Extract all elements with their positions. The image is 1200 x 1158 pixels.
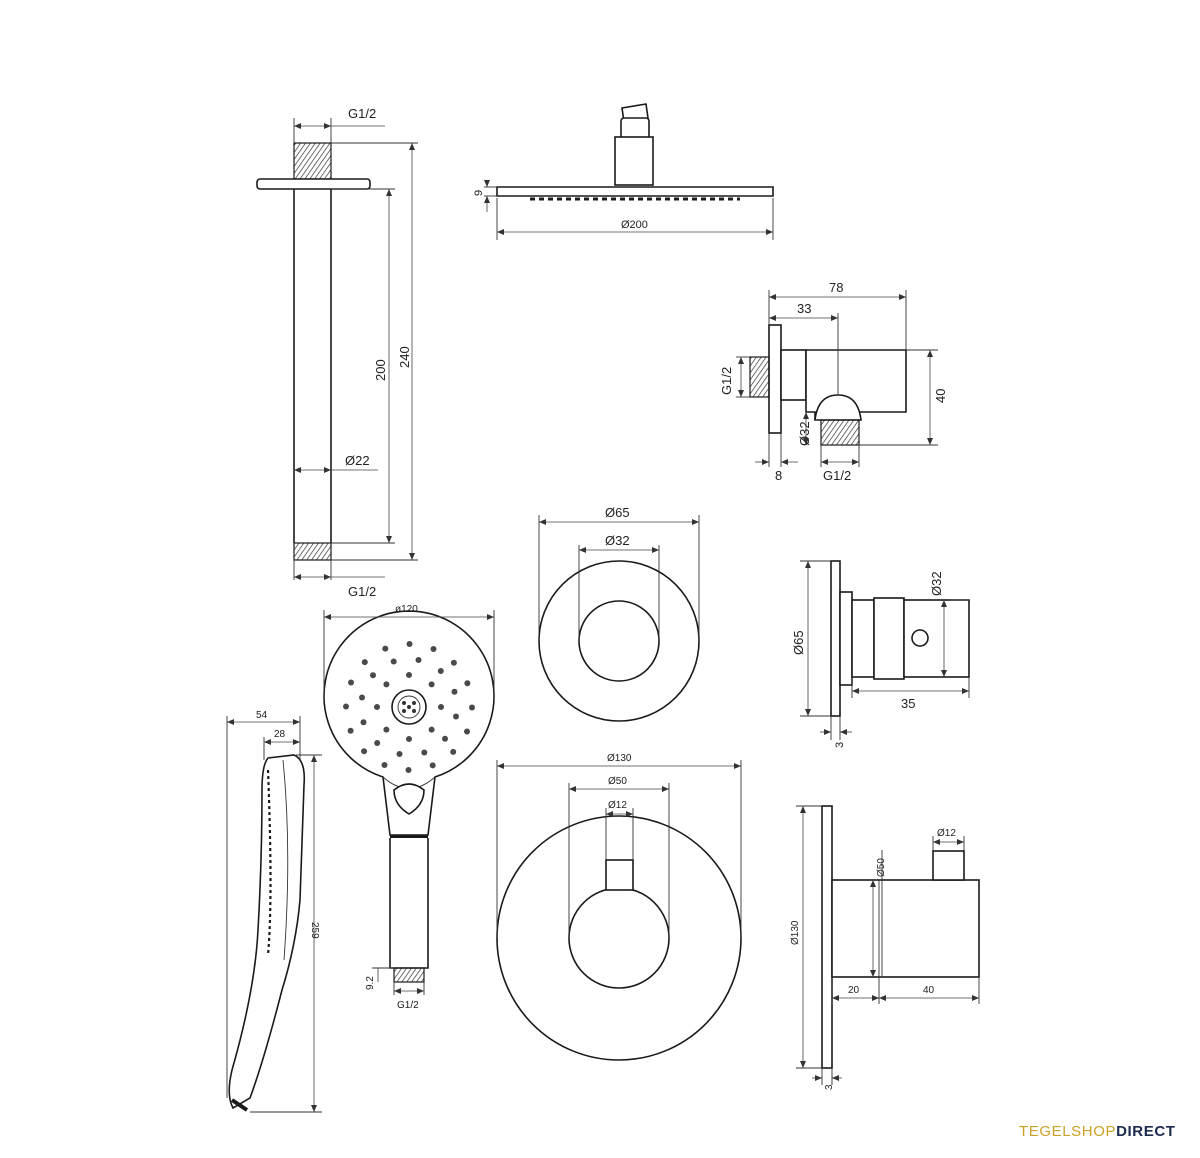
outlet-height-label: 40 <box>933 389 948 403</box>
valve-side-body-diameter-label: Ø32 <box>929 571 944 596</box>
spray-hole <box>359 694 365 701</box>
hand-thread-length-label: 9.2 <box>365 976 376 990</box>
spray-hole <box>343 703 349 710</box>
spray-hole <box>451 688 458 695</box>
spray-hole <box>361 748 368 755</box>
thermostat-middle-label: Ø50 <box>608 776 627 787</box>
spray-hole <box>374 704 380 710</box>
spray-hole <box>437 668 444 674</box>
thermostat-front: Ø130 Ø50 Ø12 <box>496 753 742 1061</box>
spray-hole <box>382 645 389 652</box>
thermostat-outer-label: Ø130 <box>607 753 632 764</box>
spray-hole <box>347 727 354 734</box>
hand-side-length-label: 259 <box>309 922 320 939</box>
spray-hole <box>428 681 435 688</box>
spray-hole <box>348 679 354 686</box>
thermostat-side-knob-diameter-label: Ø50 <box>876 858 887 877</box>
thermostat-side-stem-diameter-label: Ø12 <box>937 828 956 839</box>
outlet-thread-left-label: G1/2 <box>719 367 734 395</box>
spray-hole <box>450 748 457 755</box>
top-thread <box>293 142 332 180</box>
thermostat-side-depth-label: 40 <box>923 985 935 996</box>
thermostat-side-plate-label: 3 <box>824 1084 835 1090</box>
spray-hole <box>370 672 376 679</box>
lever-stem <box>605 859 634 891</box>
thermostat-side: Ø130 Ø50 Ø12 20 40 3 <box>790 805 980 1090</box>
head-diameter-label: Ø200 <box>621 219 648 231</box>
wall-outlet: 78 33 G1/2 40 Ø32 8 G1/2 <box>719 280 948 483</box>
hand-shower: ø120 G1/2 9.2 <box>323 604 495 1011</box>
spray-hole <box>390 658 397 665</box>
spray-hole <box>361 659 368 666</box>
spray-hole <box>438 704 444 710</box>
arm-bottom-thread-label: G1/2 <box>348 584 376 599</box>
spray-hole <box>396 751 403 757</box>
spray-hole <box>464 728 470 735</box>
arm-length-inner-label: 200 <box>373 359 388 381</box>
spray-hole <box>450 659 457 666</box>
arm-top-thread-label: G1/2 <box>348 106 376 121</box>
spray-hole <box>415 657 422 663</box>
hand-head-diameter-label: ø120 <box>395 604 418 615</box>
bottom-thread <box>293 542 332 561</box>
spray-hole <box>429 762 436 769</box>
valve-side-plate-diameter-label: Ø65 <box>791 630 806 655</box>
spray-hole <box>428 726 435 733</box>
thermostat-side-plate-diameter-label: Ø130 <box>790 920 801 945</box>
ceiling-arm: G1/2 G1/2 240 200 Ø22 <box>256 106 418 599</box>
spray-hole <box>442 735 448 742</box>
ceiling-flange <box>256 178 371 190</box>
hand-side-depth-total-label: 54 <box>256 710 268 721</box>
brand-logo: TEGELSHOPDIRECT <box>1019 1123 1176 1140</box>
spray-hole <box>464 680 471 687</box>
valve-inner-label: Ø32 <box>605 533 630 548</box>
spray-hole <box>405 767 412 773</box>
stop-valve-front: Ø65 Ø32 <box>538 505 700 722</box>
brand-part1: TEGELSHOP <box>1019 1123 1117 1140</box>
spray-hole <box>374 740 381 746</box>
spray-hole <box>430 646 437 652</box>
valve-side-depth-label: 35 <box>901 696 915 711</box>
hand-side-depth-partial-label: 28 <box>274 729 286 740</box>
spray-hole <box>406 641 413 647</box>
spray-hole <box>406 672 412 678</box>
hand-shower-side: 54 28 259 <box>226 710 322 1113</box>
hand-thread-label: G1/2 <box>397 1000 419 1011</box>
thermostat-side-offset-label: 20 <box>848 985 860 996</box>
spray-hole <box>383 681 390 688</box>
arm-length-total-label: 240 <box>397 346 412 368</box>
valve-outer-label: Ø65 <box>605 505 630 520</box>
thermostat-inner-label: Ø12 <box>608 800 627 811</box>
spray-hole <box>469 704 475 711</box>
outlet-diameter-label: Ø32 <box>797 421 812 446</box>
spray-hole <box>421 749 428 756</box>
outlet-width-total-label: 78 <box>829 280 843 295</box>
spray-hole <box>381 762 388 768</box>
spray-hole <box>360 719 367 726</box>
outlet-plate-label: 8 <box>775 468 782 483</box>
arm-diameter-label: Ø22 <box>345 453 370 468</box>
spray-hole <box>383 726 390 733</box>
outlet-width-partial-label: 33 <box>797 301 811 316</box>
outlet-thread-bottom-label: G1/2 <box>823 468 851 483</box>
spray-pattern <box>343 641 475 773</box>
stop-valve-side: Ø65 Ø32 35 3 <box>791 560 970 748</box>
spray-hole <box>406 736 412 742</box>
brand-part2: DIRECT <box>1116 1123 1176 1140</box>
valve-side-plate-label: 3 <box>834 742 846 748</box>
rain-shower-head: 9 Ø200 <box>473 103 774 240</box>
head-thickness-label: 9 <box>473 190 485 196</box>
spray-hole <box>453 713 459 720</box>
